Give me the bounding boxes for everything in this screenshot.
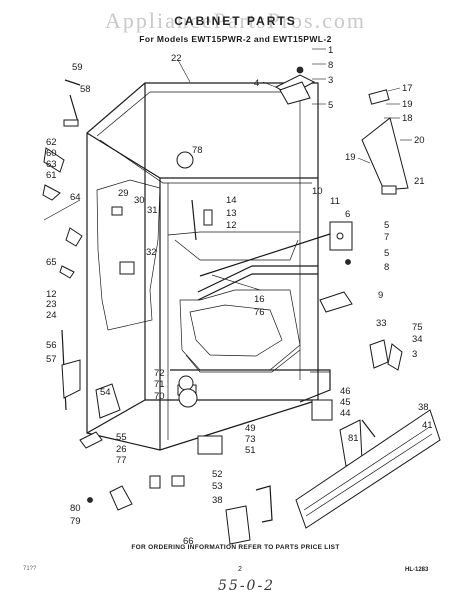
callout-53: 53 <box>212 481 223 492</box>
handwritten-note: 55-0-2 <box>218 578 276 594</box>
parts-artwork <box>42 66 441 545</box>
callout-12: 12 <box>226 220 237 231</box>
callout-20: 20 <box>414 135 425 146</box>
page-title: CABINET PARTS <box>174 14 297 28</box>
callout-31: 31 <box>147 205 158 216</box>
callout-7: 7 <box>384 232 389 243</box>
callout-13: 13 <box>226 208 237 219</box>
callout-55: 55 <box>116 432 127 443</box>
callout-5b: 5 <box>384 220 389 231</box>
callout-30: 30 <box>134 195 145 206</box>
callout-8: 8 <box>328 60 333 71</box>
callout-77: 77 <box>116 455 127 466</box>
callout-66: 66 <box>183 536 194 547</box>
drawing-code: HL-1283 <box>405 567 429 573</box>
page-number: 2 <box>238 566 242 573</box>
callout-8b: 8 <box>384 262 389 273</box>
callout-58: 58 <box>80 84 91 95</box>
callout-12b: 12 <box>46 289 57 300</box>
callout-59: 59 <box>72 62 83 73</box>
callout-70: 70 <box>154 391 165 402</box>
callout-72: 72 <box>154 368 165 379</box>
callout-23: 23 <box>46 299 57 310</box>
callout-41: 41 <box>422 420 433 431</box>
callout-3: 3 <box>328 75 333 86</box>
callout-14: 14 <box>226 195 237 206</box>
callout-73: 73 <box>245 434 256 445</box>
callout-57: 57 <box>46 354 57 365</box>
callout-46: 46 <box>340 386 351 397</box>
callout-29: 29 <box>118 188 129 199</box>
callouts: 22 1 8 3 4 5 59 58 78 17 19 18 20 62 60 … <box>46 45 433 547</box>
callout-81: 81 <box>348 433 359 444</box>
callout-19b: 19 <box>345 152 356 163</box>
callout-64: 64 <box>70 192 81 203</box>
callout-65: 65 <box>46 257 57 268</box>
callout-11: 11 <box>330 196 340 207</box>
callout-44: 44 <box>340 408 351 419</box>
callout-9: 9 <box>378 290 383 301</box>
callout-76: 76 <box>254 307 265 318</box>
ordering-footnote: FOR ORDERING INFORMATION REFER TO PARTS … <box>131 544 340 551</box>
callout-54: 54 <box>100 387 111 398</box>
callout-63: 63 <box>46 159 57 170</box>
callout-80: 80 <box>70 503 81 514</box>
callout-5c: 5 <box>384 248 389 259</box>
callout-71: 71 <box>154 379 165 390</box>
callout-52: 52 <box>212 469 223 480</box>
callout-21: 21 <box>414 176 425 187</box>
callout-45: 45 <box>340 397 351 408</box>
callout-24: 24 <box>46 310 57 321</box>
callout-38b: 38 <box>212 495 223 506</box>
watermark: AppliancePartsPros.com <box>105 8 366 33</box>
callout-16: 16 <box>254 294 265 305</box>
callout-34: 34 <box>412 334 423 345</box>
callout-38: 38 <box>418 402 429 413</box>
callout-51: 51 <box>245 445 256 456</box>
callout-3b: 3 <box>412 349 417 360</box>
callout-6: 6 <box>345 209 350 220</box>
callout-78: 78 <box>192 145 203 156</box>
callout-32: 32 <box>146 247 157 258</box>
callout-33: 33 <box>376 318 387 329</box>
callout-62: 62 <box>46 137 57 148</box>
callout-56: 56 <box>46 340 57 351</box>
callout-10: 10 <box>312 186 323 197</box>
callout-79: 79 <box>70 516 81 527</box>
callout-26: 26 <box>116 444 127 455</box>
callout-60: 60 <box>46 148 57 159</box>
callout-22: 22 <box>171 53 182 64</box>
callout-4: 4 <box>254 78 259 89</box>
callout-19: 19 <box>402 99 413 110</box>
callout-49: 49 <box>245 423 256 434</box>
callout-61: 61 <box>46 170 57 181</box>
callout-17: 17 <box>402 83 413 94</box>
callout-1: 1 <box>328 45 333 56</box>
callout-5: 5 <box>328 100 333 111</box>
page-subtitle: For Models EWT15PWR-2 and EWT15PWL-2 <box>139 34 332 44</box>
left-code: 71?? <box>23 566 37 572</box>
callout-18: 18 <box>402 113 413 124</box>
callout-75: 75 <box>412 322 423 333</box>
